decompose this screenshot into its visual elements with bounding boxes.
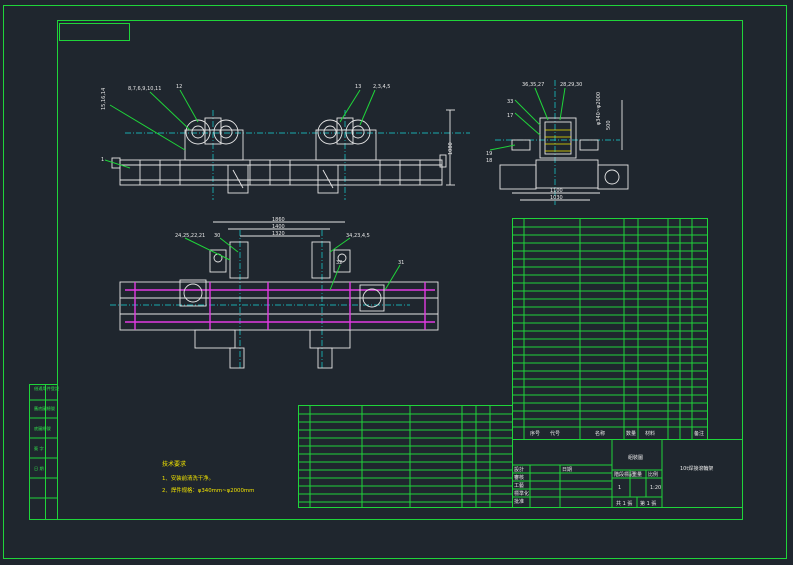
balloon-plan-30: 30 [214,233,220,239]
title-sheet-no: 第 1 張 [640,500,656,507]
title-role-process: 工藝 [514,482,524,489]
title-role-design: 設計 [514,466,524,473]
title-weight-label: 重量 [632,471,642,478]
title-role-standard: 標準化 [514,490,529,497]
balloon-side-top: 36,35,27 [522,82,544,88]
title-role-date: 日期 [562,467,572,473]
corner-box [59,23,130,41]
balloon-plan-32: 32 [336,260,342,266]
balloon-side-18: 18 [486,158,492,164]
dim-side-w1: 1100 [550,188,563,194]
stamp-text-2: 舊底圖總號 [34,405,56,412]
tech-req-item-2: 2、焊件规格：φ340mm~φ2000mm [162,486,254,494]
stamp-text-5: 日 期 [34,466,44,472]
balloon-front-right-group: 2,3,4,5 [373,84,391,90]
balloon-plan-31: 31 [398,260,404,266]
bom-h-name: 名称 [595,430,605,437]
bom-h-note: 备注 [694,430,704,437]
bom-table-right: 序号 代号 名称 数量 材料 备注 [512,218,708,440]
balloon-side-top2: 28,29,30 [560,82,582,88]
balloon-plan-right-group: 34,23,4,5 [346,233,370,239]
dim-plan-mid: 1400 [272,224,285,230]
title-sheet-total: 共 1 張 [616,500,632,507]
plan-cross-members [134,282,426,330]
dim-side-w2: 1030 [550,195,563,201]
bom-h-no: 序号 [530,430,540,437]
title-qty: 1 [618,485,621,491]
stamp-text-3: 底圖總號 [34,425,52,432]
tech-req-item-1: 1、安装前清洗干净。 [162,474,214,482]
dim-plan-inner: 1320 [272,231,285,237]
title-scale-label: 比例 [648,471,658,478]
stamp-text-4: 簽 字 [34,445,44,452]
technical-requirements: 技术要求 1、安装前清洗干净。 2、焊件规格：φ340mm~φ2000mm [162,460,254,494]
outer-frame [3,5,787,559]
balloon-side-33: 33 [507,99,513,105]
balloon-side-17: 17 [507,113,513,119]
balloon-side-19: 19 [486,151,492,157]
title-scale: 1:20 [650,485,661,491]
side-view: 1100 1030 500 36,35,27 28,29,30 33 17 19… [486,80,629,205]
inner-frame [57,20,743,520]
title-block: 組裝圖 10t焊接滾輪架 階段標記 重量 比例 1 1:20 共 1 張 第 1… [512,439,743,508]
balloon-plan-left-group: 24,25,22,21 [175,233,205,239]
bom-rows-right [512,226,708,428]
plan-view: 1860 1400 1320 [110,217,439,370]
balloon-front-left-top: 8,7,6,9,10,11 [128,86,161,92]
bom-h-code: 代号 [550,430,560,437]
bom-rows-bottom [298,413,513,503]
balloon-front-12: 12 [176,84,182,90]
front-view: 1080 8,7,6,9,10,11 12 13 2,3,4,5 15,16,1… [101,84,470,200]
title-role-review: 審核 [514,474,524,481]
balloon-front-13: 13 [355,84,361,90]
balloon-front-left-side: 15,16,14 [101,88,107,110]
bom-table-bottom [298,405,513,508]
front-beam-ribs [139,160,421,185]
stamp-text-1: 借通用件登記 [34,385,60,392]
dim-front-height: 1080 [448,142,454,155]
bom-header-right: 序号 代号 名称 数量 材料 备注 [530,430,704,437]
side-hatch [545,129,571,152]
title-drawing-name: 組裝圖 [628,454,643,461]
title-product-name: 10t焊接滾輪架 [680,465,713,472]
side-stamp: 借通用件登記 舊底圖總號 底圖總號 簽 字 日 期 [29,384,60,520]
bom-h-qty: 数量 [626,430,636,437]
balloon-front-1: 1 [101,157,104,163]
tech-req-heading: 技术要求 [162,460,186,468]
bom-h-mat: 材料 [645,430,655,437]
dim-side-h: 500 [606,120,612,130]
balloon-side-right-dim: φ340~φ2000 [596,92,602,125]
title-stage-label: 階段標記 [614,471,634,478]
dim-plan-top: 1860 [272,217,285,223]
title-role-approve: 批准 [514,498,524,505]
